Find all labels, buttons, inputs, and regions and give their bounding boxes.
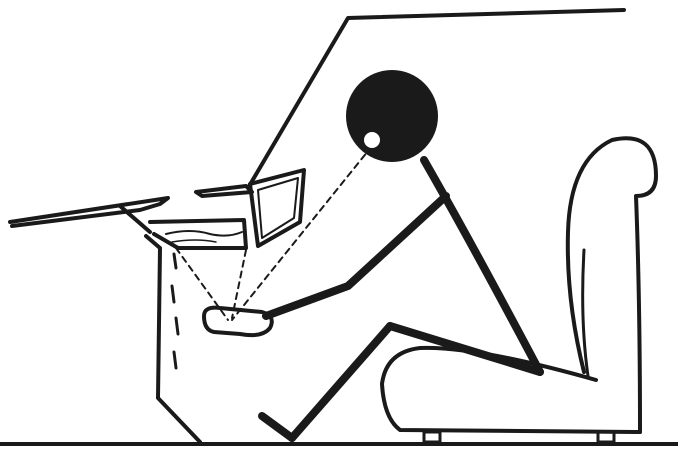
cabinet-body <box>146 236 200 442</box>
hood-outline <box>248 10 624 188</box>
person-arm <box>266 196 446 316</box>
cabinet-inner-drip-1 <box>174 254 176 268</box>
basin-liquid <box>166 231 242 236</box>
person-eye <box>364 132 380 148</box>
sight-line-basin-to-tray-right <box>232 250 246 318</box>
armchair-foot-left <box>424 432 440 442</box>
armchair-seat <box>382 348 640 432</box>
cabinet-inner-drip-2 <box>172 286 174 302</box>
armchair-back <box>568 138 656 432</box>
cabinet-inner-drip-4 <box>174 352 176 368</box>
person-foot <box>262 416 292 438</box>
cabinet-inner-drip-3 <box>176 318 178 334</box>
viewing-window-inner <box>258 178 298 238</box>
basin-liquid-2 <box>172 240 216 242</box>
worktop-surface <box>10 198 168 226</box>
person-head <box>346 70 438 162</box>
armchair-foot-right <box>598 432 614 442</box>
person-shin <box>292 326 390 438</box>
shelf-bracket <box>196 186 252 196</box>
armchair-arm-inner <box>583 250 588 376</box>
